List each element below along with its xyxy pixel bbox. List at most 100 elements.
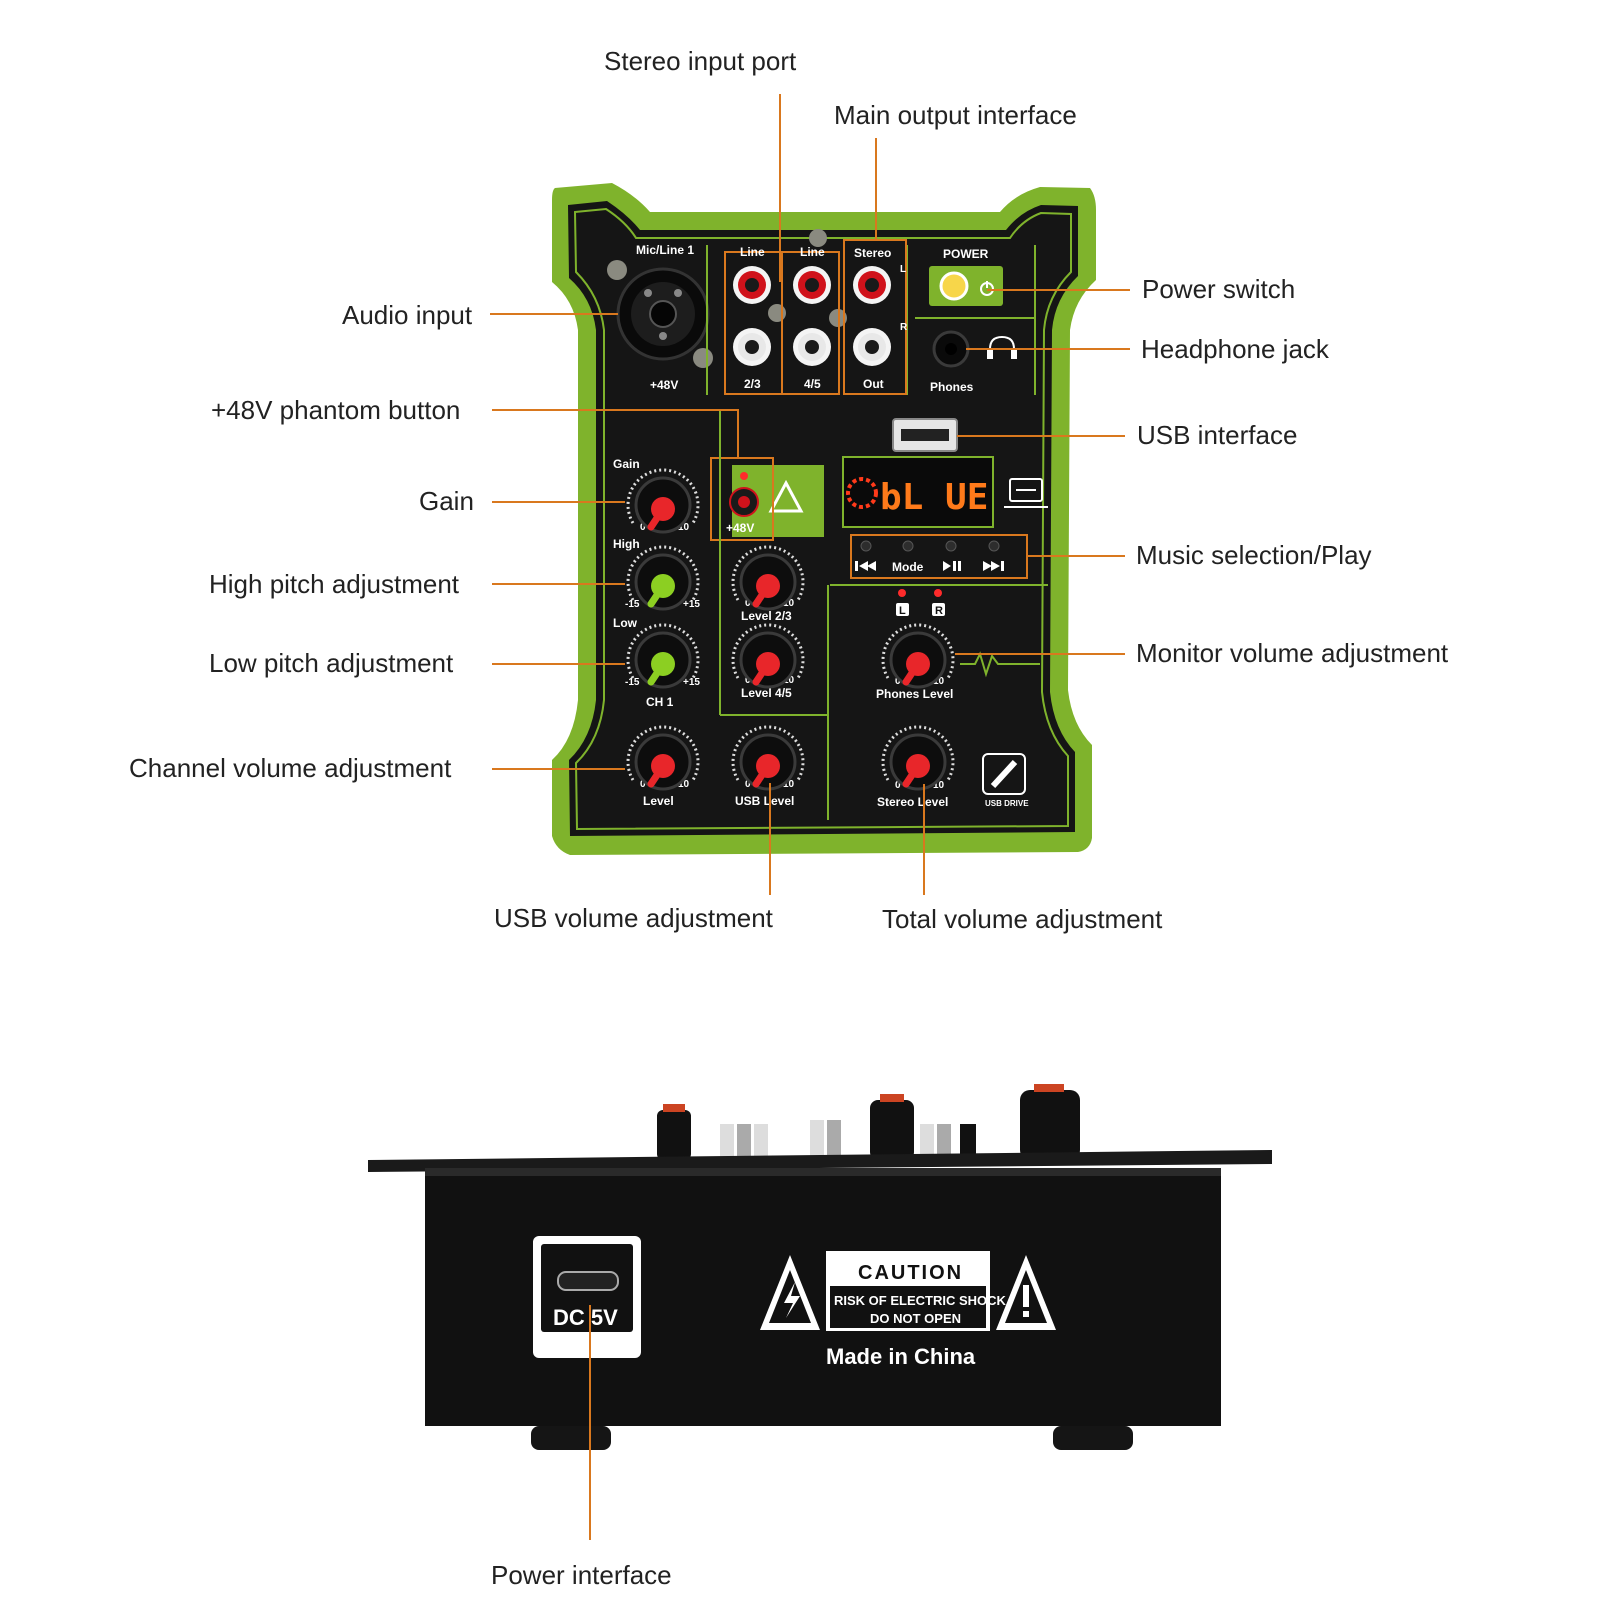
label-phones: Phones — [930, 380, 974, 394]
label-usb-drive: USB DRIVE — [985, 799, 1029, 808]
rca-jacks — [733, 266, 891, 366]
callout-usb-volume: USB volume adjustment — [494, 903, 773, 933]
label-level-min: 0 — [640, 779, 646, 790]
callout-music-selection: Music selection/Play — [1136, 540, 1372, 570]
callout-high-pitch: High pitch adjustment — [209, 569, 460, 599]
stereo-level-knob[interactable] — [881, 725, 955, 791]
callout-gain: Gain — [419, 486, 474, 516]
leader-phantom — [492, 409, 739, 458]
top-knobs-side — [657, 1084, 1080, 1160]
label-usb-level-max: 10 — [783, 779, 795, 790]
next-icon — [983, 561, 1004, 571]
usb-port[interactable] — [892, 418, 958, 452]
waveform-icon — [960, 651, 1040, 678]
play-pause-icon — [943, 561, 961, 571]
knobs — [626, 468, 955, 791]
callout-low-pitch: Low pitch adjustment — [209, 648, 454, 678]
label-level45-max: 10 — [783, 675, 795, 686]
label-phones-level: Phones Level — [876, 687, 953, 701]
xlr-combo-jack[interactable] — [616, 267, 710, 361]
callout-monitor-volume: Monitor volume adjustment — [1136, 638, 1449, 668]
label-low: Low — [613, 616, 638, 630]
label-led-r: R — [935, 605, 943, 617]
label-low-min: -15 — [625, 677, 640, 688]
gain-knob[interactable] — [626, 468, 700, 534]
high-knob[interactable] — [626, 545, 700, 611]
label-high-min: -15 — [625, 599, 640, 610]
display-text: bL UE — [880, 477, 988, 518]
rca-out-left[interactable] — [853, 266, 891, 304]
headphone-icon — [987, 335, 1017, 359]
label-level45-min: 0 — [745, 675, 751, 686]
label-xlr-48v: +48V — [650, 378, 678, 392]
power-switch[interactable] — [929, 266, 1003, 306]
shock-text: RISK OF ELECTRIC SHOCK — [834, 1293, 1007, 1308]
label-led-l: L — [899, 605, 906, 617]
label-4-5: 4/5 — [804, 377, 821, 391]
label-level45: Level 4/5 — [741, 686, 792, 700]
label-2-3: 2/3 — [744, 377, 761, 391]
callout-power-interface: Power interface — [491, 1560, 672, 1590]
label-gain-max: 10 — [678, 522, 690, 533]
callout-audio-input: Audio input — [342, 300, 473, 330]
callout-usb-interface: USB interface — [1137, 420, 1298, 450]
label-stereo-level-max: 10 — [933, 780, 945, 791]
next-button[interactable] — [988, 540, 1000, 552]
caution-label: CAUTION RISK OF ELECTRIC SHOCK DO NOT OP… — [826, 1251, 1007, 1331]
label-level23-min: 0 — [745, 598, 751, 609]
callout-total-volume: Total volume adjustment — [882, 904, 1163, 934]
label-l: L — [900, 264, 906, 275]
rca-out-right[interactable] — [853, 328, 891, 366]
label-high-max: +15 — [683, 599, 700, 610]
level45-knob[interactable] — [731, 623, 805, 689]
rca-line23-left[interactable] — [733, 266, 771, 304]
phones-level-knob[interactable] — [881, 623, 955, 689]
label-low-max: +15 — [683, 677, 700, 688]
phones-jack[interactable] — [932, 330, 970, 368]
callout-phantom-button: +48V phantom button — [211, 395, 461, 425]
channel-level-knob[interactable] — [626, 725, 700, 791]
phantom-48v-button[interactable] — [729, 465, 824, 537]
label-level23-max: 10 — [783, 598, 795, 609]
callout-main-output-interface: Main output interface — [834, 100, 1077, 130]
usb-drive-icon — [982, 753, 1026, 795]
label-mode: Mode — [892, 560, 924, 574]
label-stereo-level: Stereo Level — [877, 795, 948, 809]
label-line-a: Line — [740, 245, 765, 259]
label-gain-min: 0 — [640, 522, 646, 533]
low-knob[interactable] — [626, 623, 700, 689]
label-out: Out — [863, 377, 884, 391]
level23-knob[interactable] — [731, 545, 805, 611]
label-high: High — [613, 537, 640, 551]
label-r: R — [900, 322, 908, 333]
dc-5v-port[interactable] — [533, 1236, 641, 1358]
rca-line23-right[interactable] — [733, 328, 771, 366]
warning-icon — [768, 479, 804, 513]
led-display: bL UE — [842, 456, 994, 528]
label-stereo-level-min: 0 — [895, 780, 901, 791]
label-usb-level-min: 0 — [745, 779, 751, 790]
label-gain: Gain — [613, 457, 640, 471]
label-level: Level — [643, 794, 674, 808]
play-pause-button[interactable] — [945, 540, 957, 552]
prev-icon — [855, 561, 876, 571]
warning-triangle-left-icon — [760, 1255, 820, 1330]
label-stereo: Stereo — [854, 246, 891, 260]
warning-triangle-right-icon — [996, 1255, 1056, 1330]
caution-text: CAUTION — [858, 1262, 963, 1284]
label-line-b: Line — [800, 245, 825, 259]
label-mic-line: Mic/Line 1 — [636, 243, 694, 257]
prev-button[interactable] — [860, 540, 872, 552]
rca-line45-right[interactable] — [793, 328, 831, 366]
rca-line45-left[interactable] — [793, 266, 831, 304]
usb-level-knob[interactable] — [731, 725, 805, 791]
made-in-china: Made in China — [826, 1344, 976, 1369]
laptop-usb-icon — [1004, 478, 1048, 508]
label-level-max: 10 — [678, 779, 690, 790]
callout-power-switch: Power switch — [1142, 274, 1296, 304]
leader-lines — [490, 94, 1130, 1540]
mode-button[interactable] — [902, 540, 914, 552]
callout-headphone-jack: Headphone jack — [1141, 334, 1329, 364]
